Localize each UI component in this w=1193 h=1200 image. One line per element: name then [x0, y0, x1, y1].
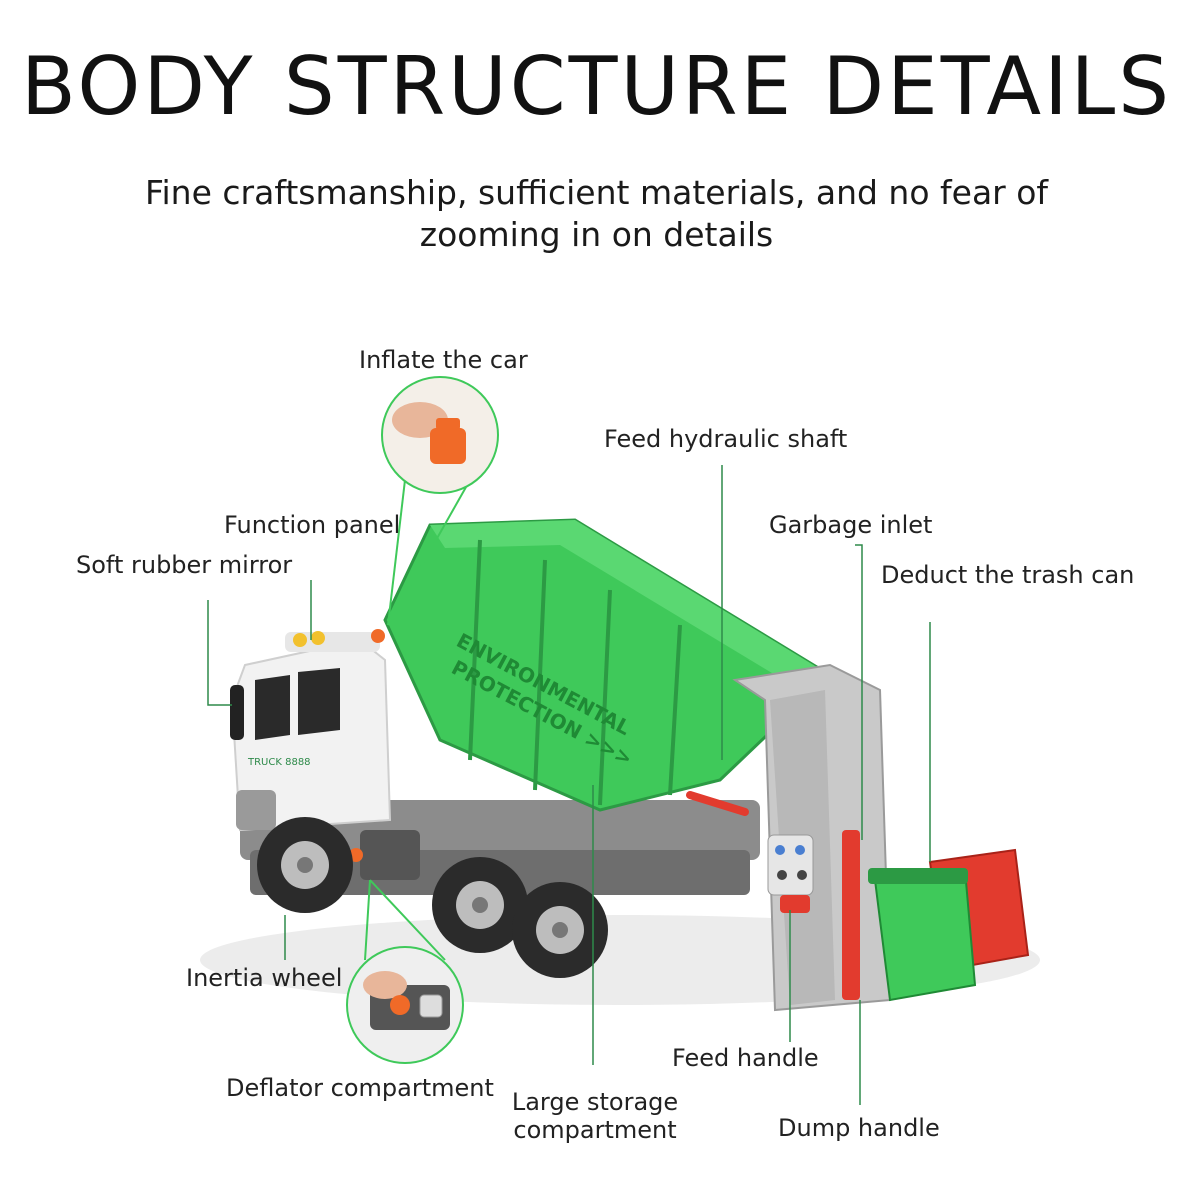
callout-function-panel: Function panel [224, 511, 401, 539]
wheels [257, 817, 608, 978]
dump-handle-part [842, 830, 860, 1000]
deflator-zoom-bubble [346, 879, 464, 1064]
inflate-zoom-bubble [381, 376, 499, 626]
callout-deduct-trash-can: Deduct the trash can [881, 561, 1135, 589]
page-subtitle: Fine craftsmanship, sufficient materials… [144, 173, 1049, 254]
callout-storage-line2: compartment [513, 1116, 677, 1144]
rear-loader [732, 663, 892, 1012]
callout-inertia-wheel: Inertia wheel [186, 964, 343, 992]
leader-lines [207, 465, 931, 1105]
callout-dump-handle: Dump handle [778, 1114, 940, 1142]
callout-feed-handle: Feed handle [672, 1044, 819, 1072]
callout-storage-line1: Large storage [511, 1088, 679, 1116]
green-container: ENVIRONMENTAL PROTECTION >>> [383, 518, 833, 812]
truck-cab: TRUCK 8888 [230, 629, 392, 832]
feed-handle-part [780, 895, 810, 913]
callout-garbage-inlet: Garbage inlet [769, 511, 933, 539]
callout-storage: Large storage compartment [500, 1088, 690, 1144]
cab-text: TRUCK 8888 [247, 757, 311, 768]
callout-mirror: Soft rubber mirror [76, 551, 293, 579]
callout-hydraulic-shaft: Feed hydraulic shaft [604, 425, 848, 453]
hydraulic-shaft [686, 791, 749, 816]
callout-inflate: Inflate the car [359, 346, 528, 374]
callout-deflator: Deflator compartment [226, 1074, 494, 1102]
page-title: BODY STRUCTURE DETAILS [20, 40, 1173, 133]
trash-cans [868, 848, 1030, 1002]
